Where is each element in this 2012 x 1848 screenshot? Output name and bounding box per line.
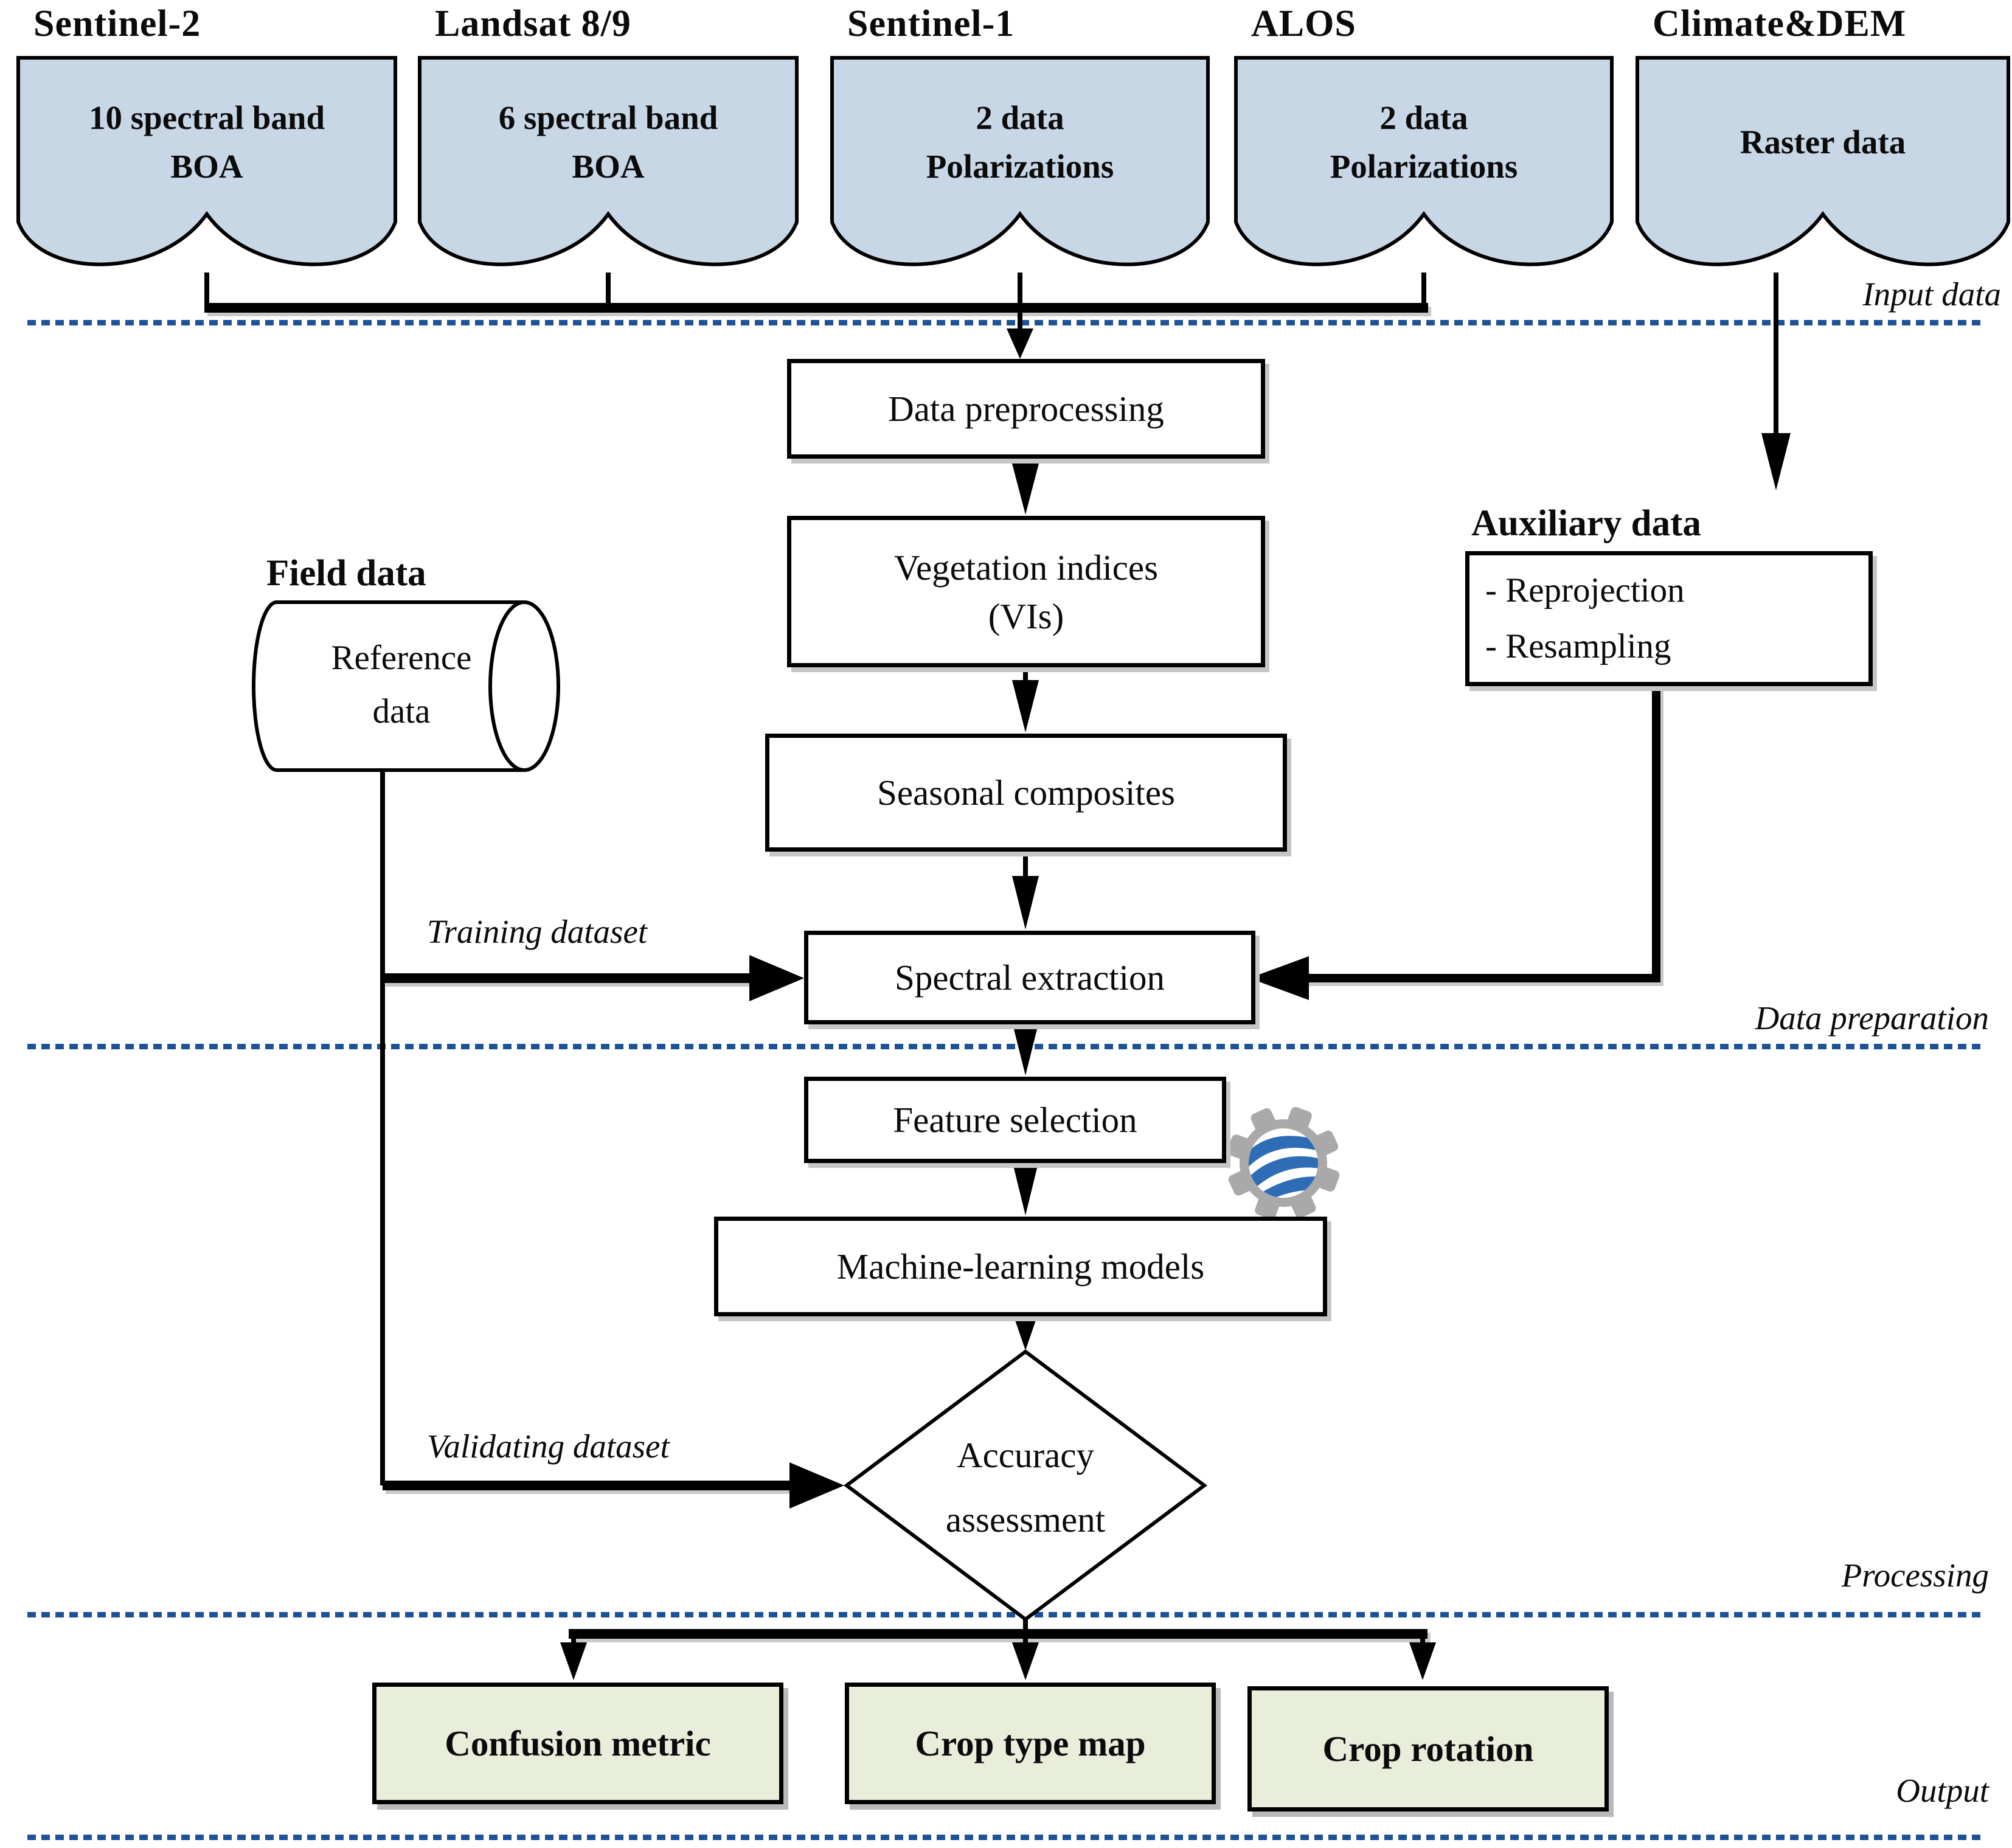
thick-connectors	[204, 303, 1660, 1639]
edge-label-training-dataset: Training dataset	[427, 913, 648, 950]
process-label: Seasonal composites	[877, 773, 1175, 813]
document-label-sentinel-1: 2 data Polarizations	[832, 66, 1208, 219]
divider-data-preparation	[27, 1044, 1986, 1049]
section-label-processing: Processing	[1841, 1557, 1989, 1594]
accuracy-assessment-diamond	[843, 1349, 1208, 1622]
document-line: 2 data	[1379, 99, 1468, 136]
source-title-alos: ALOS	[1251, 3, 1356, 44]
cylinder-line: data	[372, 692, 431, 731]
output-box-crop-type-map: Crop type map	[845, 1683, 1216, 1804]
auxiliary-item: - Reprojection	[1485, 571, 1685, 610]
cylinder-line: Reference	[331, 639, 472, 677]
field-data-title: Field data	[266, 553, 426, 594]
auxiliary-data-title: Auxiliary data	[1471, 503, 1701, 544]
document-shape-sentinel-1	[830, 56, 1210, 266]
process-label: (VIs)	[988, 596, 1064, 636]
document-line: BOA	[572, 148, 645, 185]
process-box-vegetation-indices: Vegetation indices (VIs)	[787, 516, 1265, 667]
output-label: Confusion metric	[445, 1723, 711, 1763]
document-line: Polarizations	[926, 148, 1114, 185]
auxiliary-data-box: - Reprojection - Resampling	[1465, 551, 1873, 686]
flow-arrowheads	[560, 328, 1791, 1680]
source-title-sentinel-2: Sentinel-2	[33, 3, 201, 44]
document-line: Raster data	[1740, 123, 1906, 161]
output-label: Crop type map	[915, 1723, 1146, 1763]
process-box-data-preprocessing: Data preprocessing	[787, 359, 1265, 459]
output-box-crop-rotation: Crop rotation	[1247, 1686, 1609, 1812]
section-label-input-data: Input data	[1862, 276, 2001, 313]
document-shape-sentinel-2	[16, 56, 397, 266]
process-box-spectral-extraction: Spectral extraction	[804, 931, 1255, 1024]
source-title-sentinel-1: Sentinel-1	[847, 3, 1015, 44]
process-label: Spectral extraction	[895, 957, 1165, 998]
document-line: 10 spectral band	[88, 99, 325, 136]
edge-label-validating-dataset: Validating dataset	[427, 1428, 670, 1465]
document-label-climate-dem: Raster data	[1637, 66, 2008, 219]
document-line: BOA	[170, 148, 243, 185]
document-shape-landsat	[418, 56, 799, 266]
process-label: Feature selection	[893, 1100, 1137, 1140]
google-earth-engine-icon	[1227, 1106, 1340, 1220]
auxiliary-item: - Resampling	[1485, 627, 1671, 665]
process-box-machine-learning-models: Machine-learning models	[714, 1217, 1327, 1316]
document-line: 2 data	[976, 99, 1064, 136]
process-label: Machine-learning models	[836, 1246, 1205, 1287]
source-title-climate-dem: Climate&DEM	[1653, 3, 1907, 44]
output-box-confusion-metric: Confusion metric	[372, 1683, 783, 1804]
document-label-alos: 2 data Polarizations	[1236, 66, 1612, 219]
divider-processing	[27, 1612, 1986, 1617]
output-label: Crop rotation	[1322, 1728, 1534, 1769]
process-box-feature-selection: Feature selection	[804, 1077, 1226, 1163]
document-label-landsat: 6 spectral band BOA	[420, 66, 797, 219]
diamond-line: assessment	[945, 1499, 1106, 1540]
section-label-data-preparation: Data preparation	[1755, 999, 1989, 1037]
document-shapes	[16, 56, 2010, 266]
divider-output	[27, 1835, 1986, 1840]
process-label: Data preprocessing	[888, 389, 1164, 429]
source-title-landsat: Landsat 8/9	[435, 3, 631, 44]
document-line: 6 spectral band	[498, 99, 718, 136]
field-data-cylinder	[252, 600, 560, 772]
accuracy-assessment-label: Accuracy assessment	[847, 1399, 1204, 1575]
document-label-sentinel-2: 10 spectral band BOA	[18, 66, 395, 219]
section-label-output: Output	[1896, 1772, 1989, 1809]
document-shape-alos	[1234, 56, 1614, 266]
process-box-seasonal-composites: Seasonal composites	[765, 734, 1287, 852]
document-line: Polarizations	[1330, 148, 1518, 185]
field-data-cylinder-label: Reference data	[274, 620, 529, 749]
divider-input-data	[27, 320, 1986, 325]
document-shape-climate-dem	[1636, 56, 2010, 266]
diamond-line: Accuracy	[956, 1435, 1094, 1475]
process-label: Vegetation indices	[893, 547, 1159, 588]
